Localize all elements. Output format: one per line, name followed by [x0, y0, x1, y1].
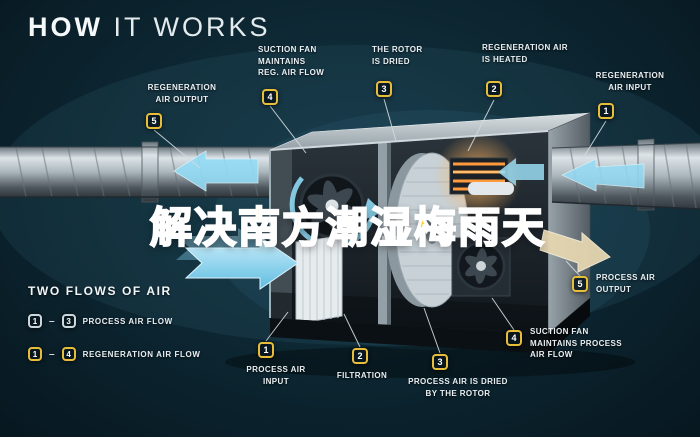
badge-number: 4: [66, 349, 71, 359]
callout-label: REGENERATION AIR OUTPUT: [147, 83, 217, 104]
unit-interior: [270, 132, 548, 334]
callout-label: SUCTION FAN MAINTAINS PROCESS AIR FLOW: [530, 327, 622, 360]
badge-number: 4: [511, 333, 517, 343]
regen-air-in-arrow: [561, 158, 645, 192]
badge-number: 1: [32, 349, 38, 359]
process-air-in-arrow: [184, 236, 299, 290]
callout-process-air-input: 1 PROCESS AIR INPUT: [234, 342, 318, 387]
badge-number: 3: [66, 316, 71, 326]
badge-number: 1: [32, 316, 38, 326]
step-badge-4-regen: 4: [262, 88, 278, 105]
legend-badge-to: 4: [61, 347, 76, 361]
page-title: HOW IT WORKS: [28, 12, 271, 43]
legend-badge-from: 1: [28, 314, 42, 328]
unit-right-face: [547, 112, 591, 335]
badge-number: 1: [603, 106, 609, 117]
callout-label: PROCESS AIR OUTPUT: [596, 273, 656, 294]
callout-filtration: 2 FILTRATION: [322, 348, 402, 382]
left-duct: [0, 141, 280, 203]
callout-label: REGENERATION AIR INPUT: [595, 71, 665, 92]
callout-regeneration-air-output: REGENERATION AIR OUTPUT 5: [134, 82, 230, 130]
callout-label: REGENERATION AIR IS HEATED: [482, 43, 568, 64]
callout-label: PROCESS AIR IS DRIED BY THE ROTOR: [408, 377, 508, 398]
unit-base-front: [270, 318, 548, 354]
badge-number: 5: [577, 279, 583, 289]
range-dash: –: [49, 315, 55, 327]
left-duct-collar: [141, 141, 159, 203]
legend-title: TWO FLOWS OF AIR: [28, 284, 172, 298]
front-top-edge: [269, 130, 549, 151]
regen-air-internal-arrow: [498, 158, 544, 186]
callout-label: THE ROTOR IS DRIED: [372, 45, 423, 66]
leader-lines: [153, 98, 607, 354]
badge-number: 2: [357, 351, 363, 361]
step-badge-3-regen: 3: [376, 81, 392, 98]
unit-shadow: [225, 346, 635, 378]
callout-label: FILTRATION: [336, 371, 388, 380]
callout-process-air-dried-by-rotor: 3 PROCESS AIR IS DRIED BY THE ROTOR: [398, 354, 518, 399]
legend-label: REGENERATION AIR FLOW: [82, 349, 201, 359]
left-fan: [299, 173, 365, 239]
legend-badge-from: 1: [28, 347, 42, 361]
callout-label: SUCTION FAN MAINTAINS REG. AIR FLOW: [258, 45, 325, 78]
range-dash: –: [49, 348, 55, 360]
regen-air-out-arrow: [173, 150, 259, 192]
step-badge-3-process: 3: [432, 354, 448, 370]
step-badge-4-process: 4: [506, 330, 522, 346]
chinese-watermark-text: 解决南方潮湿梅雨天: [149, 202, 547, 253]
callout-rotor-is-dried: THE ROTOR IS DRIED 3: [372, 44, 446, 98]
callout-suction-fan-reg-air-flow: SUCTION FAN MAINTAINS REG. AIR FLOW 4: [258, 44, 350, 105]
title-word-light: IT WORKS: [113, 12, 271, 42]
badge-number: 5: [151, 116, 157, 127]
rotor-shaft: [468, 182, 514, 195]
panel-highlight-dash: [382, 236, 402, 240]
step-badge-2-regen: 2: [486, 81, 502, 98]
legend-row-process-air-flow: 1 – 3 PROCESS AIR FLOW: [28, 314, 201, 328]
title-word-bold: HOW: [28, 12, 103, 42]
callout-label: PROCESS AIR INPUT: [246, 365, 306, 386]
air-filter: [295, 235, 343, 325]
badge-number: 3: [381, 84, 387, 95]
process-air-out-arrow: [539, 229, 611, 273]
legend-label: PROCESS AIR FLOW: [82, 316, 173, 326]
divider-panel: [378, 133, 387, 334]
callout-regeneration-air-heated: REGENERATION AIR IS HEATED 2: [482, 42, 586, 98]
legend-row-regeneration-air-flow: 1 – 4 REGENERATION AIR FLOW: [28, 347, 201, 361]
legend-badge-to: 3: [61, 314, 76, 328]
callout-regeneration-air-input: REGENERATION AIR INPUT 1: [584, 70, 676, 120]
badge-number: 1: [263, 345, 269, 355]
badge-number: 4: [267, 91, 273, 102]
callout-suction-fan-process-air-flow: 4 SUCTION FAN MAINTAINS PROCESS AIR FLOW: [506, 326, 622, 361]
step-badge-2-process: 2: [352, 348, 368, 364]
step-badge-5-regen: 5: [146, 113, 162, 130]
step-badge-1-process: 1: [258, 342, 274, 358]
badge-number: 2: [491, 84, 497, 95]
step-badge-1-regen: 1: [598, 103, 614, 120]
interior-left-wall: [270, 148, 292, 324]
callout-process-air-output: 5 PROCESS AIR OUTPUT: [572, 272, 655, 295]
unit-base-right: [548, 298, 590, 354]
legend-two-flows-of-air: TWO FLOWS OF AIR 1 – 3 PROCESS AIR FLOW …: [28, 284, 201, 361]
right-fan: [451, 237, 511, 297]
step-badge-5-process: 5: [572, 276, 588, 292]
badge-number: 3: [437, 357, 443, 367]
